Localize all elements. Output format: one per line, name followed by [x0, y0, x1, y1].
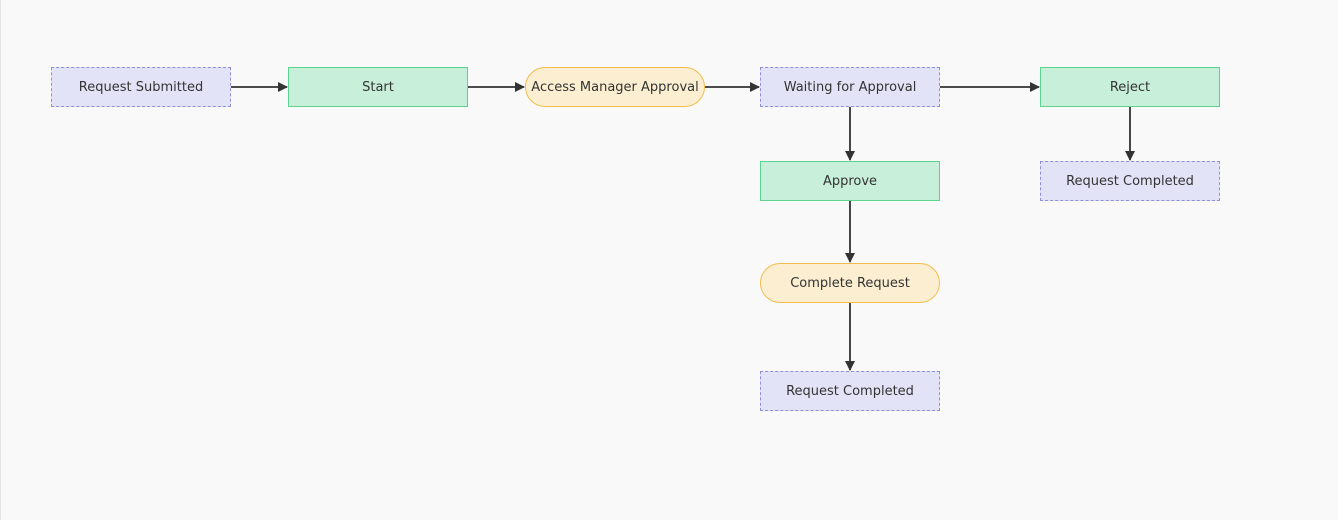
node-start-label: Start [362, 79, 394, 95]
node-request-completed-approve-label: Request Completed [786, 383, 914, 399]
node-reject-label: Reject [1109, 79, 1151, 95]
node-waiting-for-approval-label: Waiting for Approval [783, 79, 917, 95]
node-request-submitted: Request Submitted [51, 67, 231, 107]
node-approve-label: Approve [822, 173, 878, 189]
node-access-manager-approval: Access Manager Approval [525, 67, 705, 107]
node-complete-request-label: Complete Request [790, 275, 910, 291]
node-request-submitted-label: Request Submitted [78, 79, 204, 95]
node-access-manager-approval-label: Access Manager Approval [531, 79, 699, 95]
node-request-completed-reject: Request Completed [1040, 161, 1220, 201]
node-complete-request: Complete Request [760, 263, 940, 303]
node-approve: Approve [760, 161, 940, 201]
node-reject: Reject [1040, 67, 1220, 107]
node-request-completed-approve: Request Completed [760, 371, 940, 411]
node-request-completed-reject-label: Request Completed [1066, 173, 1194, 189]
node-start: Start [288, 67, 468, 107]
node-waiting-for-approval: Waiting for Approval [760, 67, 940, 107]
